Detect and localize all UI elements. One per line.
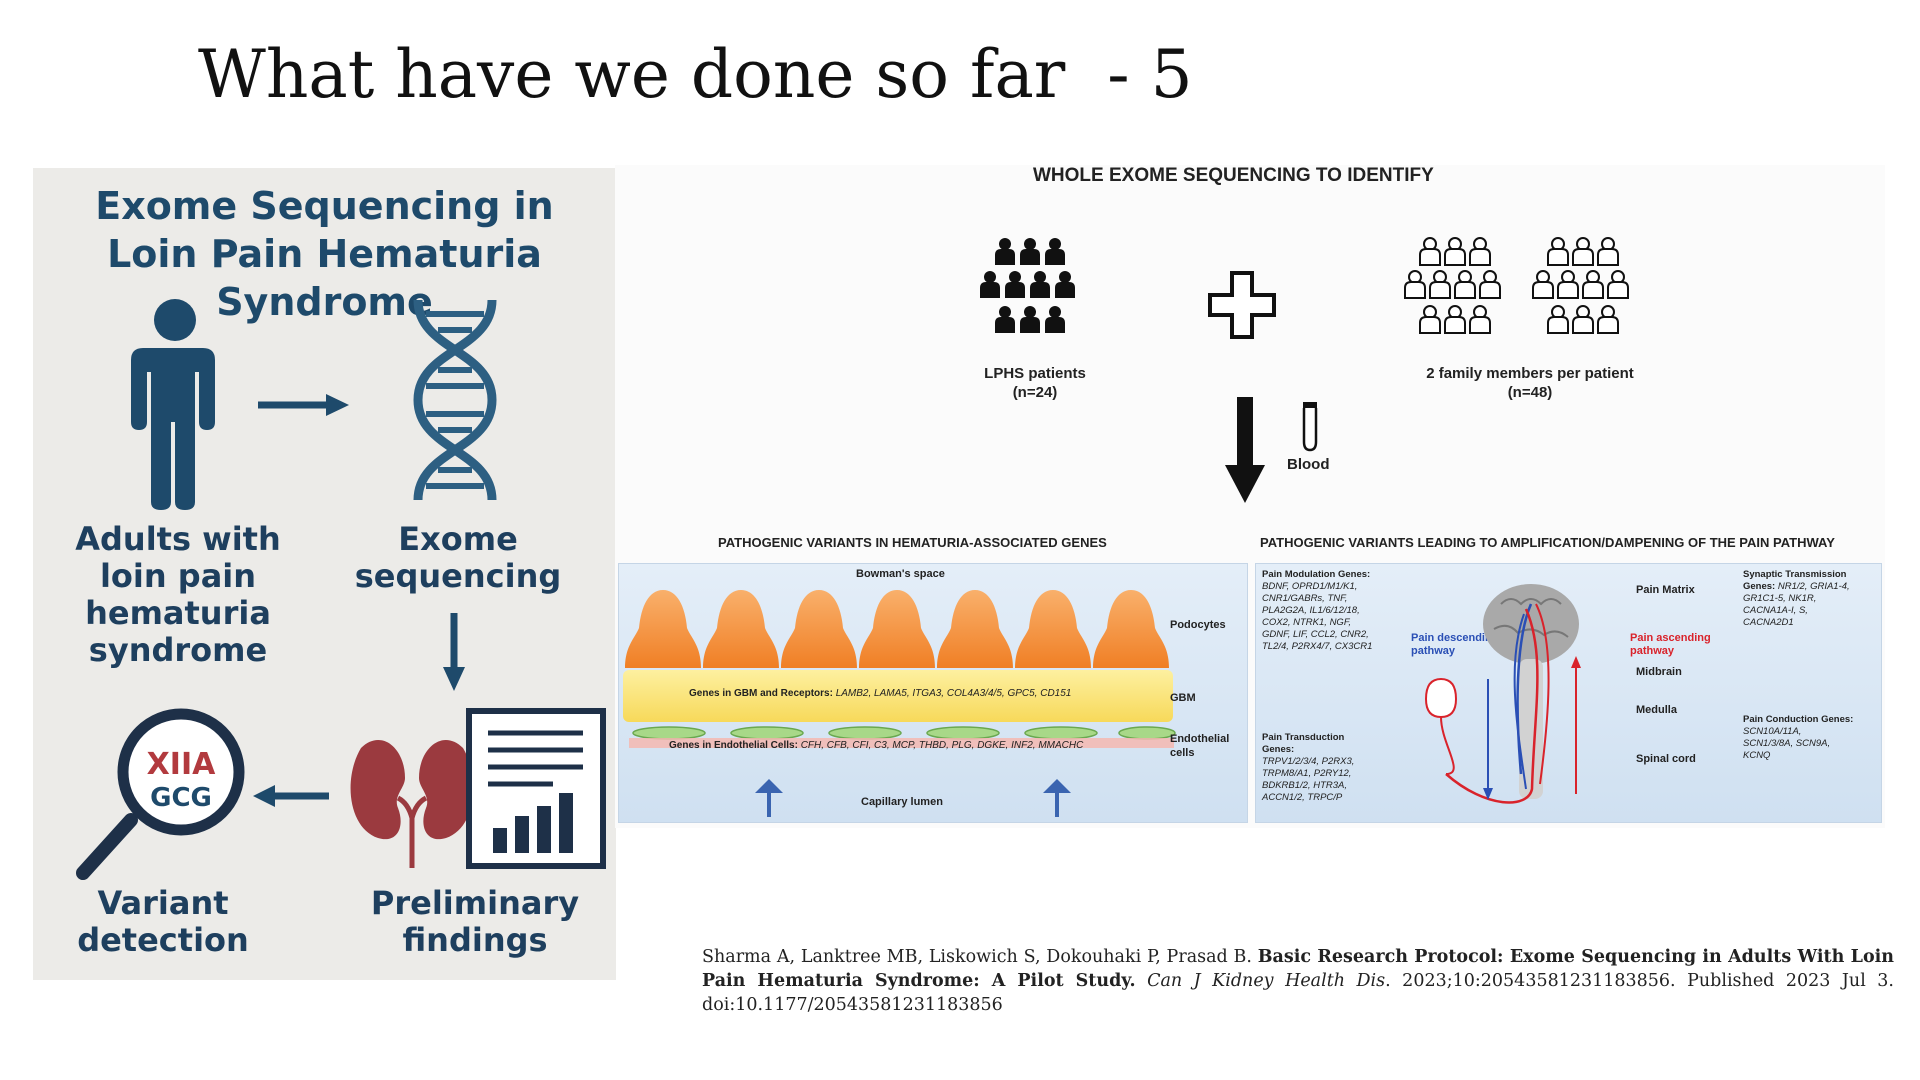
synaptic-genes: Synaptic Transmission Genes: NR1/2, GRIA…	[1743, 569, 1850, 628]
gbm-genes: Genes in GBM and Receptors: LAMB2, LAMA5…	[689, 688, 1072, 699]
up-arrow-icon	[755, 779, 783, 817]
magnifier-text-top: XIIA	[147, 747, 216, 782]
modulation-genes: Pain Modulation Genes: BDNF, OPRD1/M1/K1…	[1262, 569, 1373, 652]
blood-label: Blood	[1287, 456, 1330, 473]
bowmans-label: Bowman's space	[856, 568, 945, 580]
gbm-band	[623, 670, 1173, 722]
patient-group-icon	[980, 238, 1075, 333]
citation-title: Basic Research Protocol: Exome Sequencin…	[702, 947, 1895, 991]
plus-icon	[1208, 271, 1276, 339]
capillary-label: Capillary lumen	[861, 796, 943, 808]
ascending-label: Pain ascending pathway	[1630, 632, 1711, 657]
pain-pathway-drawing	[1424, 584, 1581, 804]
endothelial-label: Endothelial cells	[1170, 733, 1230, 759]
magnifier-text-bottom: GCG	[150, 783, 212, 813]
endothelial-cells-drawing	[629, 726, 1176, 748]
endothelial-genes: Genes in Endothelial Cells: CFH, CFB, CF…	[669, 740, 1084, 751]
slide-title: What have we done so far - 5	[198, 36, 1193, 113]
figure-title: WHOLE EXOME SEQUENCING TO IDENTIFY	[1033, 165, 1434, 186]
infographic-heading: Exome Sequencing in Loin Pain Hematuria …	[33, 182, 616, 326]
right-panel-title: PATHOGENIC VARIANTS LEADING TO AMPLIFICA…	[1260, 535, 1835, 550]
podocytes-label: Podocytes	[1170, 619, 1226, 631]
up-arrow-icon	[1043, 779, 1071, 817]
infographic-panel: Exome Sequencing in Loin Pain Hematuria …	[33, 168, 616, 980]
pain-pathway-panel: Pain Modulation Genes: BDNF, OPRD1/M1/K1…	[1255, 563, 1882, 823]
transduction-genes: Pain Transduction Genes: TRPV1/2/3/4, P2…	[1262, 732, 1355, 803]
arrow-right-icon	[258, 394, 349, 416]
blood-tube-icon	[1302, 402, 1318, 452]
family-group-icon	[1404, 237, 1629, 334]
step-label-adults: Adults with loin pain hematuria syndrome	[75, 520, 281, 669]
dna-icon	[413, 300, 497, 500]
arrow-left-icon	[253, 785, 329, 807]
lphs-n: (n=24)	[1012, 384, 1058, 401]
magnifier-icon: XIIA GCG	[76, 708, 245, 880]
lphs-label: LPHS patients	[984, 365, 1086, 382]
family-n: (n=48)	[1507, 384, 1553, 401]
citation-rest: . 2023;10:20543581231183856. Published 2…	[702, 971, 1894, 1015]
podocytes-drawing	[625, 590, 1169, 668]
family-label: 2 family members per patient	[1426, 365, 1634, 382]
citation: Sharma A, Lanktree MB, Liskowich S, Doko…	[702, 945, 1894, 1017]
step-label-exome: Exome sequencing	[354, 520, 562, 595]
heading-line-2: Loin Pain Hematuria Syndrome	[107, 232, 542, 324]
gbm-label: GBM	[1170, 692, 1196, 704]
down-arrow-icon	[1225, 397, 1265, 503]
kidney-report-icon	[350, 708, 606, 869]
medulla-label: Medulla	[1636, 704, 1677, 716]
arrow-down-icon	[443, 613, 465, 691]
citation-authors: Sharma A, Lanktree MB, Liskowich S, Doko…	[702, 947, 1258, 967]
spinal-cord-label: Spinal cord	[1636, 753, 1696, 765]
midbrain-label: Midbrain	[1636, 666, 1682, 678]
step-label-preliminary: Preliminary findings	[370, 884, 580, 959]
descending-label: Pain descending pathway	[1411, 632, 1499, 657]
citation-journal: Can J Kidney Health Dis	[1147, 971, 1386, 991]
pain-matrix-label: Pain Matrix	[1636, 584, 1695, 596]
left-panel-title: PATHOGENIC VARIANTS IN HEMATURIA-ASSOCIA…	[718, 535, 1107, 550]
glomerulus-panel: Bowman's space Genes in GBM and Receptor…	[618, 563, 1248, 823]
person-icon	[131, 299, 215, 510]
step-label-variant: Variant detection	[77, 884, 249, 959]
study-design-figure: WHOLE EXOME SEQUENCING TO IDENTIFY LPHS …	[615, 165, 1885, 828]
heading-line-1: Exome Sequencing in	[95, 184, 554, 228]
conduction-genes: Pain Conduction Genes: SCN10A/11A, SCN1/…	[1743, 714, 1854, 761]
